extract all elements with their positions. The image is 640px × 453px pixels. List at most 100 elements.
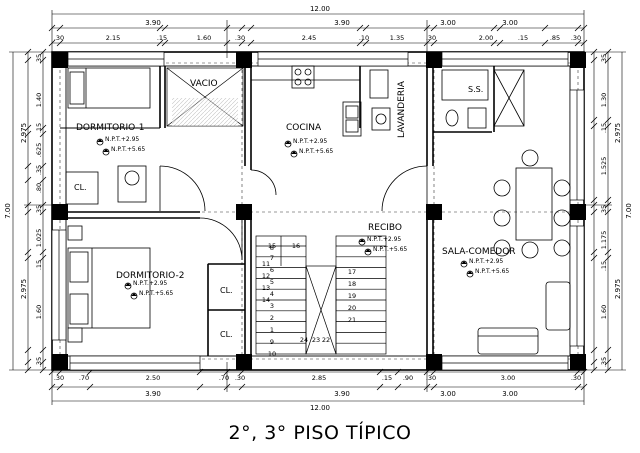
dim-tick — [423, 39, 431, 47]
stair-step-number: 13 — [262, 284, 270, 292]
dim-total-width-top: 12.00 — [310, 5, 330, 13]
dim-tick — [362, 39, 370, 47]
dim-tick — [604, 358, 612, 366]
dim-tick — [541, 39, 549, 47]
dim-top-detail-8: .30 — [426, 34, 436, 42]
dim-tick — [238, 24, 246, 32]
dim-tick — [580, 39, 588, 47]
dim-tick — [604, 366, 612, 374]
windows — [51, 51, 585, 371]
dim-tick — [376, 383, 384, 391]
dim-top-detail-10: .15 — [518, 34, 528, 42]
dim-top-main-1: 3.90 — [334, 19, 350, 27]
dim-tick — [590, 116, 598, 124]
label-lavanderia: LAVANDERIA — [397, 80, 407, 138]
doors — [159, 165, 428, 261]
bathroom-fixtures — [441, 69, 525, 129]
dim-right-detail-1: 1.30 — [600, 93, 608, 107]
dim-tick — [24, 208, 32, 216]
dim-tick — [604, 48, 612, 56]
dim-bottom-detail-2: 2.50 — [146, 374, 160, 382]
dim-bottom-detail-6: .15 — [382, 374, 392, 382]
dim-tick — [490, 24, 498, 32]
level-npt-1: N.P.T.+2.95 — [469, 258, 503, 265]
dim-left-detail-6: .35 — [35, 205, 43, 215]
dim-right-detail-7: 1.60 — [600, 305, 608, 319]
dim-tick — [356, 39, 364, 47]
dim-left-detail-5: .80 — [35, 183, 43, 193]
dim-tick — [48, 39, 56, 47]
dim-tick — [604, 201, 612, 209]
dim-tick — [590, 48, 598, 56]
bed-1 — [67, 67, 151, 109]
level-marker: N.P.T.+2.95N.P.T.+5.65 — [124, 280, 173, 300]
living-furniture — [477, 281, 571, 355]
dim-right-main-1: 2.975 — [614, 279, 622, 299]
dim-tick — [56, 24, 64, 32]
dim-left-detail-9: 1.60 — [35, 305, 43, 319]
dim-tick — [430, 383, 438, 391]
dim-top-main-3: 3.00 — [502, 19, 518, 27]
stair-step-number: 2 — [270, 314, 274, 322]
dim-bottom-detail-10: .30 — [571, 374, 581, 382]
label-cl-d1: CL. — [74, 183, 87, 192]
dim-tick — [39, 358, 47, 366]
stair-step-number: 20 — [348, 304, 356, 312]
dim-tick — [590, 358, 598, 366]
dim-right-detail-0: .35 — [600, 54, 608, 64]
dim-tick — [39, 366, 47, 374]
dim-top-detail-6: .10 — [359, 34, 369, 42]
stair-step-number: 7 — [270, 254, 274, 262]
label-sala-comedor: SALA-COMEDOR — [442, 247, 516, 257]
dim-tick — [156, 39, 164, 47]
dim-left-main-1: 2.975 — [20, 279, 28, 299]
dim-bottom-detail-1: .70 — [79, 374, 89, 382]
stair-step-number: 21 — [348, 316, 356, 324]
stair-step-number: 3 — [270, 302, 274, 310]
dim-tick — [24, 358, 32, 366]
dim-tick — [86, 383, 94, 391]
dim-left-detail-10: .35 — [35, 357, 43, 367]
dim-tick — [24, 248, 32, 256]
dim-tick — [39, 56, 47, 64]
stair-step-number: 9 — [270, 338, 274, 346]
dim-top-detail-12: .30 — [571, 34, 581, 42]
dim-tick — [24, 254, 32, 262]
dim-tick — [48, 24, 56, 32]
dim-bottom-detail-3: .70 — [219, 374, 229, 382]
dim-tick — [156, 24, 164, 32]
dim-total-width-bottom: 12.00 — [310, 404, 330, 412]
dim-bottom-detail-0: .30 — [54, 374, 64, 382]
label-cl-d2b: CL. — [220, 330, 233, 339]
level-npt-1: N.P.T.+2.95 — [293, 138, 327, 145]
dim-tick — [590, 122, 598, 130]
dim-left-main-0: 2.975 — [20, 123, 28, 143]
level-npt-2: N.P.T.+5.65 — [111, 146, 145, 153]
dim-bottom-main-3: 3.00 — [502, 390, 518, 398]
dim-top-main-2: 3.00 — [440, 19, 456, 27]
label-cl-d2a: CL. — [220, 286, 233, 295]
stair-step-number: 15 — [268, 242, 276, 250]
dim-tick — [24, 346, 32, 354]
dim-left-detail-7: 1.025 — [35, 229, 43, 248]
dim-right-main-0: 2.975 — [614, 123, 622, 143]
dim-tick — [430, 24, 438, 32]
dim-bottom-detail-7: .90 — [403, 374, 413, 382]
dim-right-detail-2: .15 — [600, 123, 608, 133]
dim-tick — [39, 254, 47, 262]
stair-step-number: 14 — [262, 296, 270, 304]
dim-tick — [24, 48, 32, 56]
kitchen-fixtures — [251, 65, 391, 137]
level-npt-1: N.P.T.+2.95 — [367, 236, 401, 243]
columns — [52, 52, 586, 370]
dim-tick — [24, 124, 32, 132]
stair-step-number: 5 — [270, 278, 274, 286]
dim-left-detail-3: .625 — [35, 143, 43, 157]
dim-top-detail-7: 1.35 — [390, 34, 404, 42]
dim-tick — [490, 39, 498, 47]
dim-tick — [356, 24, 364, 32]
dim-top-detail-0: .30 — [54, 34, 64, 42]
dim-top-detail-3: 1.60 — [197, 34, 211, 42]
